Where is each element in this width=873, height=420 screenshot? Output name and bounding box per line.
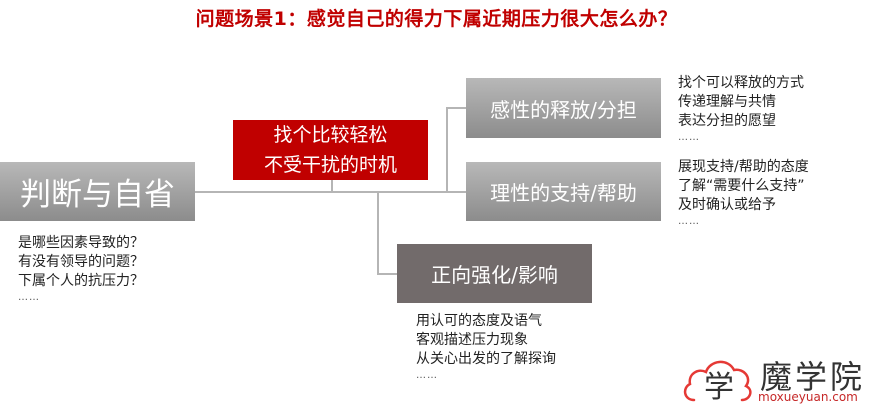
timing-line-1: 找个比较轻松 bbox=[273, 124, 388, 146]
root-label: 判断与自省 bbox=[20, 177, 175, 213]
root-note: 是哪些因素导致的？ bbox=[18, 235, 144, 251]
connector-main bbox=[195, 191, 466, 193]
cloud-icon bbox=[683, 360, 752, 402]
root-note-ellipsis: …… bbox=[18, 292, 40, 303]
logo-glyph: 学 bbox=[704, 370, 734, 405]
timing-line-2: 不受干扰的时机 bbox=[263, 154, 397, 176]
connector-upper-horizontal bbox=[446, 107, 466, 109]
connector-lower-vertical bbox=[377, 192, 379, 275]
branch-note-ellipsis: …… bbox=[678, 132, 700, 143]
branch-note: 了解“需要什么支持” bbox=[678, 178, 805, 194]
logo-name: 魔学院 bbox=[760, 358, 866, 396]
branch-note: 找个可以释放的方式 bbox=[678, 75, 804, 91]
logo-url: moxueyuan.com bbox=[758, 390, 858, 404]
branch-note: 及时确认或给予 bbox=[678, 197, 776, 213]
branch-emotional-notes: 找个可以释放的方式 传递理解与共情 表达分担的愿望 …… bbox=[678, 74, 804, 145]
branch-rational-notes: 展现支持/帮助的态度 了解“需要什么支持” 及时确认或给予 …… bbox=[678, 158, 809, 229]
root-node: 判断与自省 bbox=[0, 162, 195, 221]
branch-rational-node: 理性的支持/帮助 bbox=[466, 162, 661, 221]
root-notes: 是哪些因素导致的？ 有没有领导的问题？ 下属个人的抗压力？ …… bbox=[18, 234, 144, 305]
branch-reinforce-node: 正向强化/影响 bbox=[397, 244, 592, 303]
brand-logo: 学 魔学院 moxueyuan.com bbox=[680, 352, 870, 412]
branch-label: 感性的释放/分担 bbox=[490, 97, 637, 122]
connector-lower-horizontal bbox=[377, 273, 397, 275]
branch-note: 表达分担的愿望 bbox=[678, 113, 776, 129]
page-title: 问题场景1：感觉自己的得力下属近期压力很大怎么办？ bbox=[195, 8, 678, 30]
timing-node: 找个比较轻松 不受干扰的时机 bbox=[233, 120, 428, 180]
branch-note: 从关心出发的了解探询 bbox=[416, 351, 556, 367]
branch-note-ellipsis: …… bbox=[678, 216, 700, 227]
root-note: 下属个人的抗压力？ bbox=[18, 273, 144, 289]
branch-note: 客观描述压力现象 bbox=[416, 332, 528, 348]
root-note: 有没有领导的问题？ bbox=[18, 254, 144, 270]
connector-timing-stem bbox=[331, 180, 333, 192]
branch-note-ellipsis: …… bbox=[416, 370, 438, 381]
branch-note: 传递理解与共情 bbox=[678, 94, 776, 110]
branch-note: 用认可的态度及语气 bbox=[416, 313, 542, 329]
branch-note: 展现支持/帮助的态度 bbox=[678, 159, 809, 175]
connector-upper-vertical bbox=[446, 107, 448, 193]
branch-label: 正向强化/影响 bbox=[431, 263, 558, 287]
branch-emotional-node: 感性的释放/分担 bbox=[466, 78, 661, 138]
branch-reinforce-notes: 用认可的态度及语气 客观描述压力现象 从关心出发的了解探询 …… bbox=[416, 312, 556, 383]
branch-label: 理性的支持/帮助 bbox=[490, 181, 637, 205]
